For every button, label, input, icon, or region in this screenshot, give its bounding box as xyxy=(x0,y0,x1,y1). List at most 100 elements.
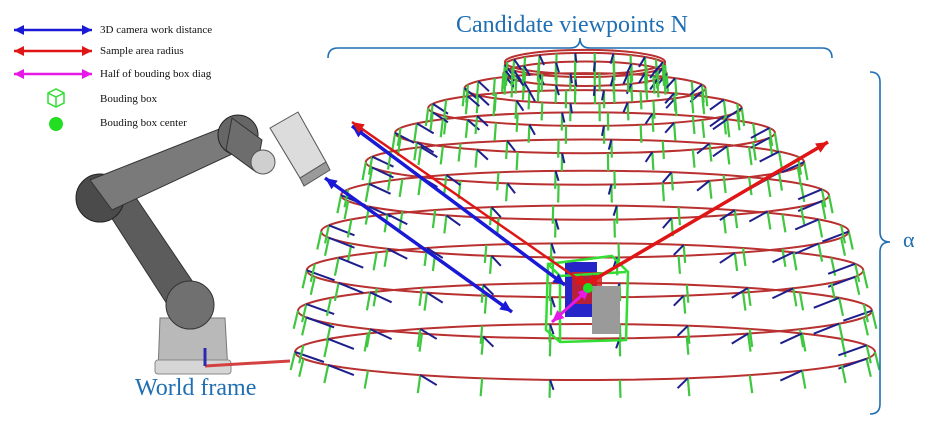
viewpoint-stick xyxy=(514,75,518,94)
view-direction-stick xyxy=(731,287,749,299)
viewpoint-stick xyxy=(799,183,806,203)
view-direction-stick xyxy=(772,251,794,264)
viewpoint-stick xyxy=(645,65,649,84)
view-direction-stick xyxy=(838,344,867,357)
viewpoint-stick xyxy=(483,244,488,264)
legend-arrow-head-left xyxy=(14,25,24,35)
viewpoint-stick xyxy=(652,100,656,119)
view-direction-stick xyxy=(569,73,573,84)
viewpoint-stick xyxy=(746,333,752,352)
view-direction-stick xyxy=(368,182,392,195)
viewpoint-stick xyxy=(417,176,423,196)
view-direction-stick xyxy=(294,351,325,363)
view-direction-stick xyxy=(554,219,560,230)
view-direction-stick xyxy=(426,291,444,304)
viewpoint-stick xyxy=(830,282,837,302)
viewpoint-stick xyxy=(363,333,370,352)
viewpoint-stick xyxy=(493,93,498,112)
view-direction-stick xyxy=(696,179,711,192)
viewpoint-stick xyxy=(677,207,682,226)
viewpoint-stick xyxy=(548,283,552,302)
viewpoint-stick xyxy=(690,81,695,100)
view-direction-stick xyxy=(712,145,728,158)
viewpoint-stick xyxy=(367,156,374,175)
viewpoint-stick xyxy=(363,370,370,389)
legend-arrow-head-right xyxy=(82,69,92,79)
camera-distance-arrow-lower-head xyxy=(325,178,338,190)
view-direction-stick xyxy=(371,166,394,179)
viewpoint-stick xyxy=(708,180,713,199)
view-direction-stick xyxy=(555,84,560,96)
viewpoint-stick xyxy=(505,140,509,160)
view-direction-stick xyxy=(665,77,676,89)
view-direction-stick xyxy=(328,236,355,249)
viewpoint-stick xyxy=(652,75,656,94)
viewpoint-stick xyxy=(496,172,500,191)
view-direction-stick xyxy=(813,296,840,309)
view-direction-stick xyxy=(369,291,393,304)
dome-ring xyxy=(294,323,876,381)
viewpoint-stick xyxy=(309,276,316,296)
viewpoint-stick xyxy=(685,336,690,355)
viewpoint-stick xyxy=(413,123,418,142)
view-direction-stick xyxy=(528,124,536,136)
legend-arrow-head-left xyxy=(14,46,24,56)
view-direction-stick xyxy=(601,90,605,101)
view-direction-stick xyxy=(813,322,840,335)
viewpoint-stick xyxy=(443,174,448,194)
viewpoint-stick xyxy=(686,325,691,344)
viewpoint-stick xyxy=(298,358,305,377)
view-direction-stick xyxy=(673,294,685,307)
view-direction-stick xyxy=(522,65,531,77)
viewpoint-stick xyxy=(672,93,677,112)
viewpoint-stick xyxy=(480,336,485,355)
viewpoint-stick xyxy=(651,113,655,132)
view-direction-stick xyxy=(561,112,566,123)
viewpoint-stick xyxy=(417,146,423,166)
viewpoint-stick xyxy=(364,183,371,203)
viewpoint-stick xyxy=(301,303,308,323)
viewpoint-stick xyxy=(800,370,807,389)
view-direction-stick xyxy=(445,174,461,186)
view-direction-stick xyxy=(515,100,525,112)
viewpoint-stick xyxy=(639,124,643,143)
viewpoint-stick xyxy=(540,102,544,121)
viewpoint-stick xyxy=(704,88,709,107)
view-direction-stick xyxy=(549,323,555,335)
view-direction-stick xyxy=(607,184,613,195)
viewpoint-stick xyxy=(840,225,847,244)
viewpoint-stick xyxy=(766,211,772,230)
viewpoint-stick xyxy=(752,123,757,142)
viewpoint-stick xyxy=(505,183,509,202)
viewpoint-stick xyxy=(854,276,861,296)
view-direction-stick xyxy=(569,103,573,114)
viewpoint-stick xyxy=(336,194,343,214)
view-direction-stick xyxy=(522,81,531,93)
view-direction-stick xyxy=(387,247,408,260)
view-direction-stick xyxy=(644,113,654,125)
viewpoint-stick xyxy=(865,345,872,364)
viewpoint-stick xyxy=(398,178,404,198)
viewpoint-stick xyxy=(396,127,402,147)
viewpoint-stick xyxy=(515,151,519,170)
viewpoint-stick xyxy=(639,91,643,110)
view-direction-stick xyxy=(387,213,408,226)
view-direction-stick xyxy=(725,107,743,119)
viewpoint-stick xyxy=(618,379,622,398)
view-direction-stick xyxy=(549,379,555,391)
viewpoint-stick xyxy=(682,244,687,264)
viewpoint-stick xyxy=(323,338,330,358)
viewpoint-stick xyxy=(777,151,784,170)
legend-arrow-1 xyxy=(14,46,92,56)
viewpoint-stick xyxy=(670,172,674,191)
view-direction-stick xyxy=(673,244,685,256)
viewpoint-stick xyxy=(488,255,493,274)
viewpoint-stick xyxy=(365,292,372,311)
legend-arrow-0 xyxy=(14,25,92,35)
viewpoint-stick xyxy=(514,100,518,119)
view-direction-stick xyxy=(574,52,578,64)
viewpoint-stick xyxy=(536,63,540,82)
view-direction-stick xyxy=(369,328,393,341)
viewpoint-stick xyxy=(372,252,378,271)
viewpoint-stick xyxy=(474,115,479,135)
